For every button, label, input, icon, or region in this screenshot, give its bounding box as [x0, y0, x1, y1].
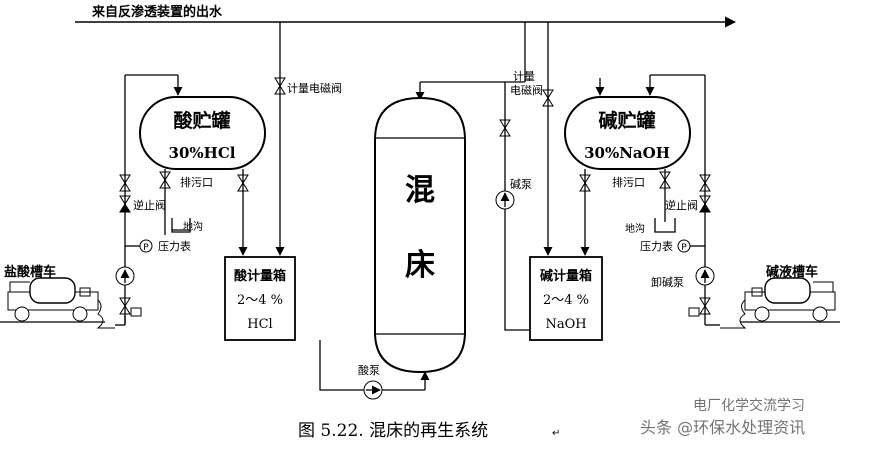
alkali-tank-concentration: 30%NaOH [584, 144, 670, 162]
acid-measure-tank-chemical: HCl [247, 317, 272, 332]
alkali-bottom-valves[interactable] [688, 297, 711, 317]
alkali-unload-pump-label: 卸碱泵 [651, 275, 684, 289]
acid-pump-label: 酸泵 [358, 363, 380, 377]
alkali-truck: 碱液槽车 [705, 264, 840, 329]
alkali-measure-tank-title: 碱计量箱 [540, 268, 592, 284]
alkali-drain: 排污口 地沟 [612, 169, 676, 235]
watermark: 电厂化学交流学习 头条 @环保水处理资讯 [640, 397, 805, 437]
acid-inlet-valve[interactable] [119, 174, 131, 192]
acid-check-valve[interactable] [119, 195, 131, 213]
figure-caption: 图 5.22. 混床的再生系统 [298, 421, 488, 441]
acid-pump[interactable] [363, 380, 383, 400]
caption-return-mark: ↵ [552, 428, 560, 439]
acid-tank-concentration: 30%HCl [169, 144, 236, 162]
alkali-pump-line [499, 82, 530, 331]
acid-drain-label: 排污口 [180, 175, 213, 189]
alkali-pressure-gauge-label: 压力表 [640, 239, 673, 253]
acid-gauge-symbol: P [143, 243, 149, 253]
alkali-meter-valve-label-2: 电磁阀 [510, 83, 543, 97]
alkali-transfer-pipe [579, 169, 591, 256]
mixed-bed-vessel: 混 床 [374, 96, 466, 374]
alkali-gauge-symbol: P [681, 243, 687, 253]
acid-meter-valve-label: 计量电磁阀 [287, 81, 342, 95]
acid-measure-tank-concentration: 2～4 % [237, 293, 283, 308]
acid-pump-line [319, 340, 430, 391]
acid-meter-solenoid-valve[interactable] [274, 77, 286, 95]
inlet-pipe: 来自反渗透装置的出水 [75, 4, 737, 256]
alkali-measure-tank-chemical: NaOH [545, 317, 586, 332]
mixed-bed-label-top: 混 [405, 173, 435, 208]
watermark-line-2: 头条 @环保水处理资讯 [640, 418, 805, 437]
acid-drain: 排污口 地沟 [159, 169, 213, 235]
acid-truck-label: 盐酸槽车 [4, 264, 56, 280]
acid-ditch-label: 地沟 [183, 220, 203, 233]
alkali-truck-label: 碱液槽车 [766, 264, 818, 280]
alkali-tank-title: 碱贮罐 [598, 109, 655, 132]
watermark-line-1: 电厂化学交流学习 [693, 397, 805, 414]
alkali-meter-solenoid-valve[interactable] [542, 89, 554, 107]
acid-tank-title: 酸贮罐 [173, 109, 230, 132]
acid-pressure-gauge-label: 压力表 [158, 239, 191, 253]
mixed-bed-label-bottom: 床 [405, 248, 435, 283]
alkali-measure-tank: 碱计量箱 2～4 % NaOH [529, 256, 603, 341]
acid-measure-tank-title: 酸计量箱 [234, 268, 286, 284]
alkali-pressure-gauge: P 压力表 [640, 239, 705, 253]
alkali-ditch-label: 地沟 [625, 222, 645, 235]
alkali-measure-tank-concentration: 2～4 % [543, 293, 589, 308]
alkali-pump[interactable] [495, 190, 515, 210]
acid-truck: 盐酸槽车 [0, 264, 125, 329]
acid-bottom-valves[interactable] [119, 297, 142, 325]
alkali-inlet-valve[interactable] [699, 174, 711, 192]
inlet-label: 来自反渗透装置的出水 [91, 4, 223, 20]
alkali-unload-pump[interactable] [695, 266, 715, 286]
alkali-storage-tank: 碱贮罐 30%NaOH [564, 96, 691, 170]
acid-storage-tank: 酸贮罐 30%HCl [139, 96, 266, 170]
acid-transfer-pipe [237, 169, 249, 256]
alkali-meter-valve-label-1: 计量 [513, 70, 535, 83]
acid-check-valve-label: 逆止阀 [133, 198, 166, 212]
acid-measure-tank: 酸计量箱 2～4 % HCl [224, 256, 296, 341]
alkali-drain-label: 排污口 [612, 175, 645, 189]
alkali-check-valve-label: 逆止阀 [665, 198, 698, 212]
acid-pressure-gauge: P 压力表 [125, 239, 191, 253]
acid-fill-pipe [124, 74, 183, 325]
alkali-pump-label: 碱泵 [510, 178, 532, 191]
acid-unload-pump[interactable] [115, 266, 135, 286]
alkali-check-valve[interactable] [699, 195, 711, 213]
